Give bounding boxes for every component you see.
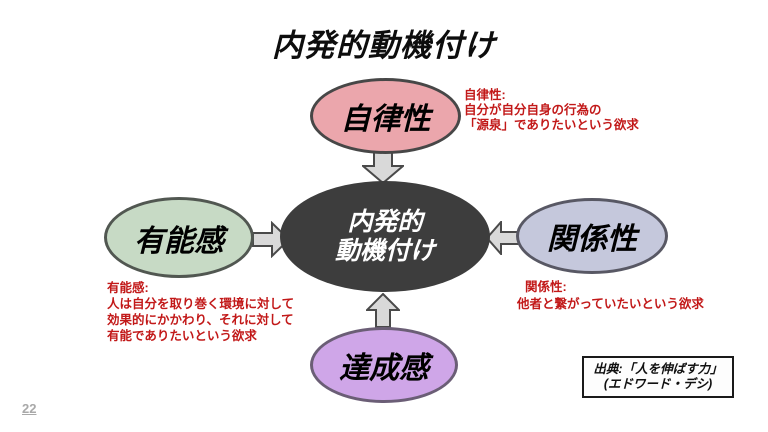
note-autonomy-line: 「源泉」でありたいという欲求 (464, 118, 639, 132)
note-relatedness-line: 他者と繋がっていたいという欲求 (517, 297, 704, 311)
citation-line: 出典:「人を伸ばす力」 (593, 362, 723, 376)
note-relatedness-line: 関係性: (525, 280, 567, 294)
node-center-intrinsic-motivation: 内発的 動機付け (280, 181, 490, 292)
note-autonomy-line: 自律性: (464, 88, 506, 102)
slide-title: 内発的動機付け (272, 28, 496, 63)
node-relatedness: 関係性 (516, 198, 668, 274)
node-autonomy-label: 自律性 (340, 103, 431, 136)
node-competence-label: 有能感 (134, 224, 224, 258)
arrow-up-achievement-to-center-icon (366, 293, 400, 328)
note-competence-line: 効果的にかかわり、それに対して (107, 313, 294, 327)
node-center-label-line2: 動機付け (334, 236, 435, 265)
citation-box: 出典:「人を伸ばす力」 (エドワード・デシ) (582, 356, 734, 398)
node-competence: 有能感 (104, 197, 254, 278)
page-number: 22 (22, 401, 37, 416)
node-relatedness-label: 関係性 (547, 223, 637, 256)
node-achievement: 達成感 (310, 327, 458, 403)
note-competence: 有能感: 人は自分を取り巻く環境に対して 効果的にかかわり、それに対して 有能で… (107, 280, 294, 344)
note-competence-line: 有能感: (107, 281, 149, 295)
node-autonomy: 自律性 (310, 78, 461, 154)
arrow-down-autonomy-to-center-icon (362, 150, 404, 184)
arrow-left-relatedness-to-center-icon (486, 221, 520, 255)
citation-line: (エドワード・デシ) (603, 377, 713, 391)
note-competence-line: 有能でありたいという欲求 (107, 329, 257, 343)
note-autonomy-line: 自分が自分自身の行為の (464, 103, 602, 117)
note-autonomy: 自律性: 自分が自分自身の行為の 「源泉」でありたいという欲求 (464, 88, 639, 133)
note-competence-line: 人は自分を取り巻く環境に対して (107, 297, 295, 311)
note-relatedness: 関係性: 他者と繋がっていたいという欲求 (517, 279, 704, 313)
node-center-label-line1: 内発的 (347, 207, 423, 236)
node-achievement-label: 達成感 (339, 352, 429, 385)
